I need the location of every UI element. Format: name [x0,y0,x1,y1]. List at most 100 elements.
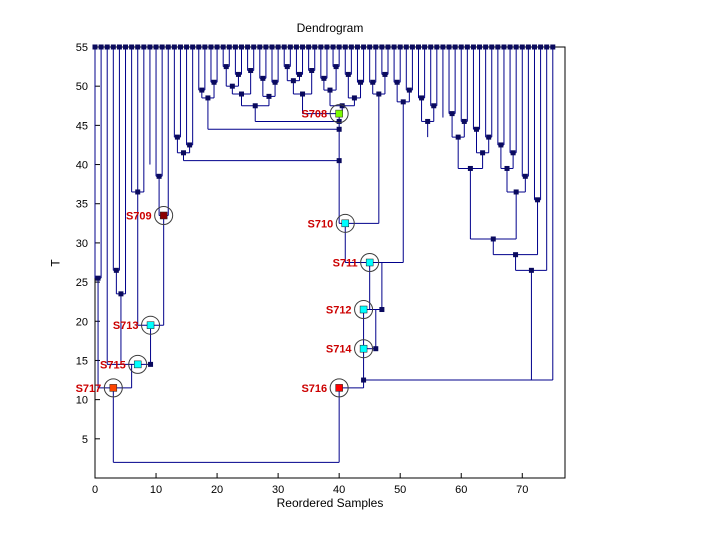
node-marker-S712 [359,305,368,314]
merge-marker [522,173,528,179]
merge-marker [118,291,124,297]
x-tick-label: 20 [211,484,223,496]
merge-marker [321,75,327,81]
y-tick-label: 50 [76,81,88,93]
leaf-marker [531,44,537,50]
merge-marker [174,134,180,140]
merge-marker [498,142,504,148]
merge-marker [379,307,385,313]
merge-marker [358,79,364,85]
merge-marker [296,71,302,77]
x-tick-label: 30 [272,484,284,496]
y-tick-label: 40 [76,160,88,172]
merge-marker [181,150,187,156]
leaf-marker [489,44,495,50]
node-marker-S715 [133,360,142,369]
y-tick-label: 5 [82,434,88,446]
leaf-marker [391,44,397,50]
merge-marker [351,95,357,101]
leaf-marker [123,44,129,50]
y-tick-label: 55 [76,42,88,54]
merge-marker [376,91,382,97]
merge-marker [266,93,272,99]
merge-marker [235,71,241,77]
leaf-marker [177,44,183,50]
x-tick-label: 70 [516,484,528,496]
leaf-marker [196,44,202,50]
leaf-marker [104,44,110,50]
leaf-marker [238,44,244,50]
node-label-S717: S717 [76,383,102,395]
leaf-marker [159,44,165,50]
node-marker-S710 [341,219,350,228]
merge-marker [300,91,306,97]
leaf-marker [519,44,525,50]
node-circle-S712 [354,300,374,320]
merge-marker [419,95,425,101]
merge-marker [113,267,119,273]
leaf-marker [300,44,306,50]
merge-marker [513,189,519,195]
merge-marker [248,68,254,74]
merge-marker [290,78,296,84]
merge-marker [199,87,205,93]
leaf-marker [306,44,312,50]
leaf-marker [293,44,299,50]
leaf-marker [257,44,263,50]
leaf-marker [550,44,556,50]
leaf-marker [214,44,220,50]
merge-marker [272,79,278,85]
leaf-marker [251,44,257,50]
leaf-marker [226,44,232,50]
merge-marker [345,71,351,77]
merge-marker [528,267,534,273]
leaf-marker [470,44,476,50]
merge-marker [238,91,244,97]
merge-marker [211,79,217,85]
leaf-marker [367,44,373,50]
leaf-marker [397,44,403,50]
leaf-marker [92,44,98,50]
node-marker-S713 [146,321,155,329]
merge-marker [336,118,342,124]
leaf-marker [263,44,269,50]
leaf-marker [544,44,550,50]
merge-marker [327,87,333,93]
node-label-S708: S708 [301,109,327,121]
merge-marker [461,118,467,124]
merge-marker [510,150,516,156]
node-marker-S717 [109,384,118,392]
x-tick-label: 60 [455,484,467,496]
merge-marker [339,103,345,109]
leaf-marker [318,44,324,50]
node-label-S714: S714 [326,344,353,356]
leaf-marker [171,44,177,50]
merge-marker [400,99,406,105]
merge-marker [406,87,412,93]
leaf-marker [440,44,446,50]
leaf-marker [348,44,354,50]
leaf-marker [507,44,513,50]
node-circle-S709 [154,205,174,225]
merge-marker [223,64,229,70]
chart-title: Dendrogram [296,21,364,35]
node-circle-S713 [141,315,161,335]
node-label-S710: S710 [308,218,334,230]
leaf-marker [208,44,214,50]
leaf-marker [165,44,171,50]
x-tick-label: 40 [333,484,345,496]
leaf-marker [281,44,287,50]
leaf-marker [287,44,293,50]
node-label-S716: S716 [301,383,327,395]
leaf-marker [525,44,531,50]
node-label-S709: S709 [126,210,152,222]
node-circle-S710 [335,213,355,233]
leaf-marker [495,44,501,50]
merge-marker [513,252,519,258]
node-marker-S716 [335,384,343,392]
x-tick-label: 50 [394,484,406,496]
merge-marker [467,165,473,171]
merge-marker [260,75,266,81]
leaf-marker [190,44,196,50]
